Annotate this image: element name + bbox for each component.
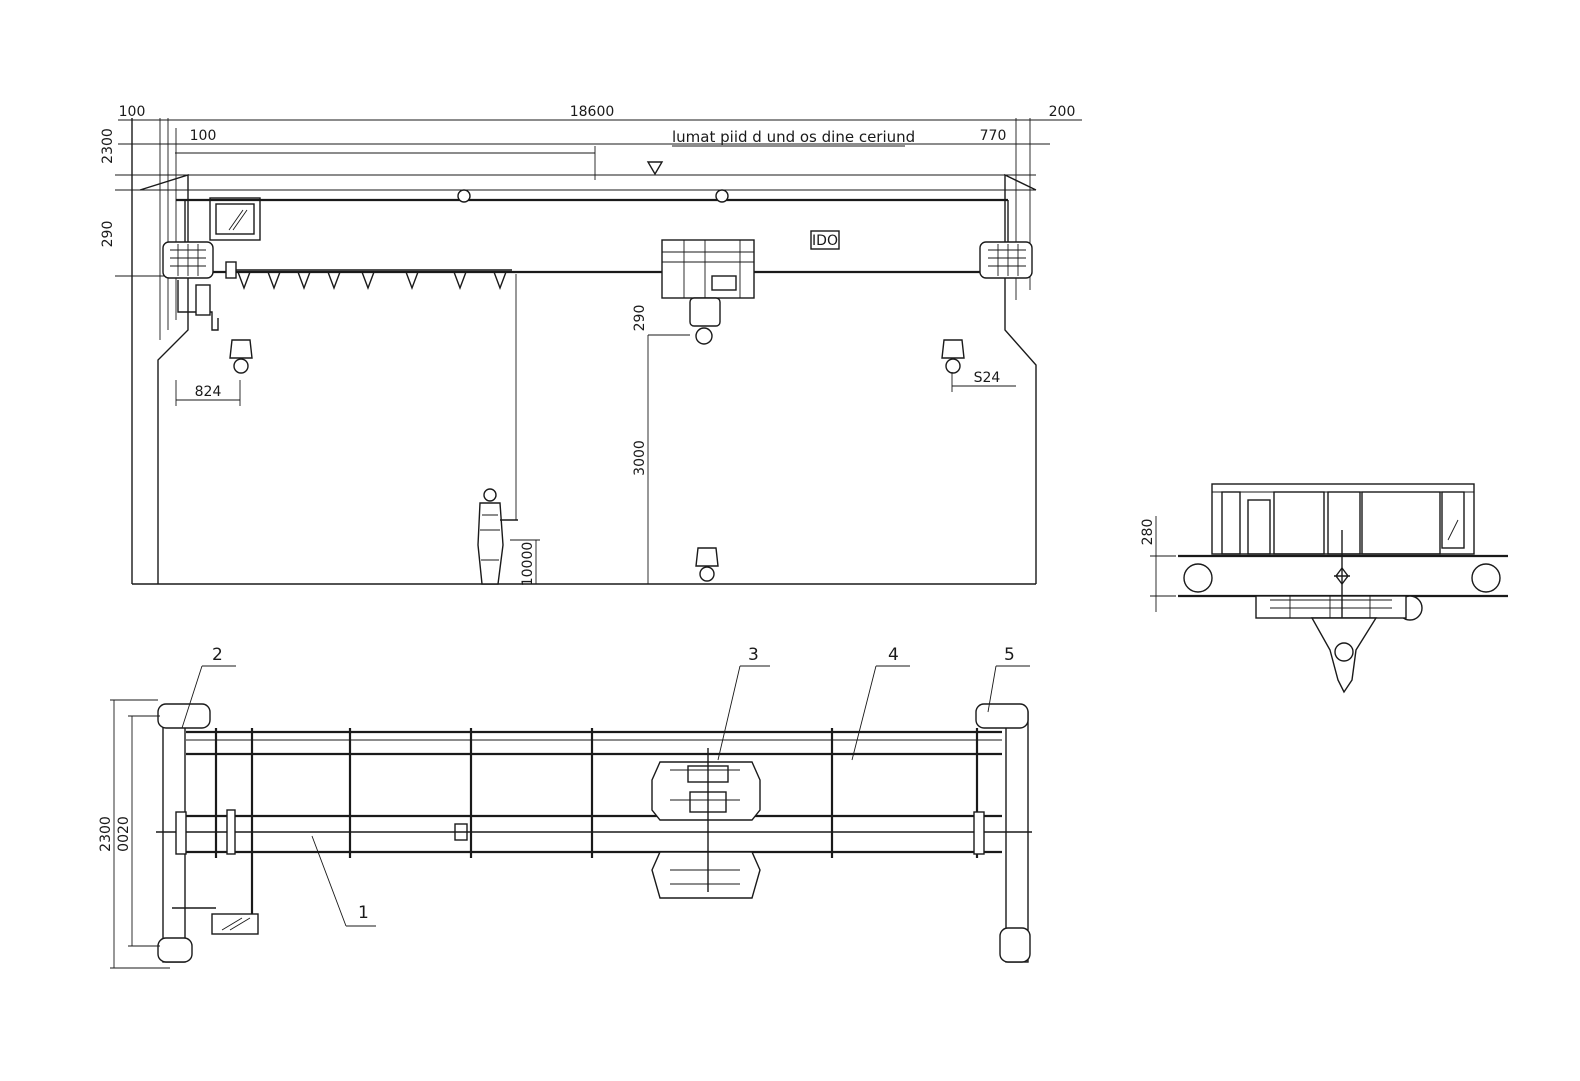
side-view: 280 <box>1140 483 1508 694</box>
hook-bottom <box>695 547 719 582</box>
dim-span: 18600 <box>570 104 615 120</box>
dim-left-approach: 824 <box>195 384 222 400</box>
dim-plan-outer: 2300 <box>98 816 114 852</box>
callout-2: 2 <box>212 645 223 665</box>
hook-left <box>229 339 253 374</box>
dim-left-inner: 100 <box>190 128 217 144</box>
callout-5: 5 <box>1004 645 1015 665</box>
dim-girder-height: 290 <box>100 221 116 248</box>
hoist-tag: IDO <box>812 233 838 249</box>
festoon-loops <box>237 271 507 290</box>
dim-right-offset: 200 <box>1049 104 1076 120</box>
dim-left-offset: 100 <box>119 104 146 120</box>
hook-right <box>941 339 965 374</box>
operator-figure <box>477 488 518 585</box>
dim-hook-offset: 290 <box>632 305 648 332</box>
elevation-view: IDO <box>100 104 1082 586</box>
dim-right-inner: 770 <box>980 128 1007 144</box>
dim-side-height: 280 <box>1140 519 1156 546</box>
plan-trolley <box>651 748 761 899</box>
plan-view: 2300 0020 1 2 3 4 5 <box>98 645 1032 969</box>
cross-members <box>214 728 979 920</box>
dim-pendant-height: 10000 <box>520 542 536 587</box>
dim-plan-inner: 0020 <box>116 816 132 852</box>
callout-4: 4 <box>888 645 899 665</box>
level-note: lumat piid d und os dine ceriund <box>672 128 915 146</box>
dim-lift-height: 3000 <box>632 440 648 476</box>
hoist-trolley <box>661 239 755 345</box>
dim-top-clear: 2300 <box>100 128 116 164</box>
dim-right-approach: S24 <box>974 370 1001 386</box>
callout-3: 3 <box>748 645 759 665</box>
callout-1: 1 <box>358 903 369 923</box>
